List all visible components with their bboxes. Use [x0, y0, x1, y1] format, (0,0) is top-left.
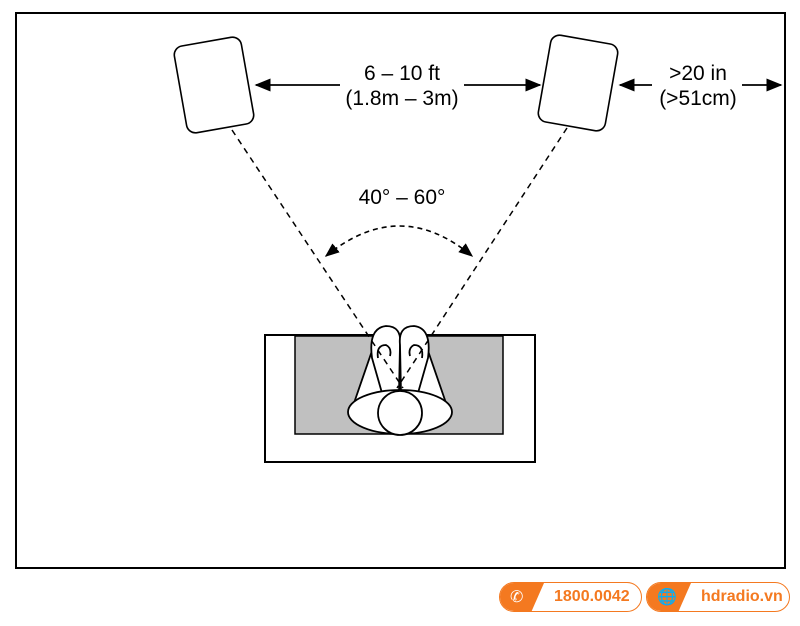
listener [347, 325, 453, 436]
angle-label: 40° – 60° [359, 186, 446, 209]
phone-icon: ✆ [500, 583, 544, 611]
head [377, 390, 423, 436]
website-url: hdradio.vn [701, 588, 783, 605]
room-outline [15, 12, 786, 569]
phone-number: 1800.0042 [554, 588, 630, 605]
spacing-label-ft: 6 – 10 ft [364, 62, 440, 85]
wall-distance-label-cm: (>51cm) [659, 87, 737, 110]
spacing-label-m: (1.8m – 3m) [345, 87, 458, 110]
right-speaker [537, 34, 619, 132]
right-listening-line [396, 127, 568, 389]
left-listening-line [231, 129, 404, 389]
phone-badge[interactable]: ✆ 1800.0042 [499, 582, 642, 612]
wall-distance-label-in: >20 in [669, 62, 727, 85]
angle-arc [324, 225, 474, 257]
left-speaker [173, 36, 255, 134]
globe-icon: 🌐 [647, 583, 691, 611]
website-badge[interactable]: 🌐 hdradio.vn [646, 582, 790, 612]
